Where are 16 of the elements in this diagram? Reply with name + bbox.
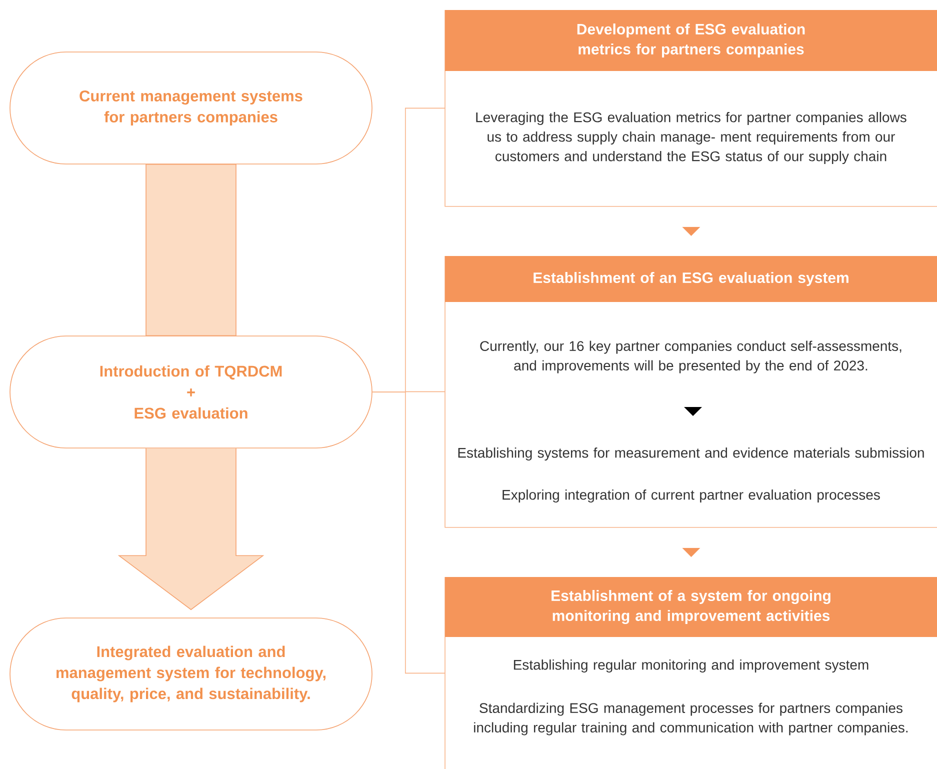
body-text: Currently, our 16 key partner companies conduct self-assessments, and improvements will be presented by the end of 2023. <box>480 340 902 374</box>
body-text: Exploring integration of current partner evaluation processes <box>502 489 880 503</box>
connector-band <box>146 164 236 336</box>
arrow <box>682 226 700 236</box>
body-text: Leveraging the ESG evaluation metrics for partner companies allows us to address supply chain manage- ment requirements from our customers and understand the ESG status of our supply chain <box>476 112 906 164</box>
block-arrow <box>118 448 264 610</box>
pill-box: Current management systems for partners companies <box>10 52 372 164</box>
pill-box: Introduction of TQRDCM + ESG evaluation <box>10 336 372 448</box>
body-text: Establishing regular monitoring and improvement system <box>514 659 868 673</box>
card-header: Establishment of a system for ongoing monitoring and improvement activities <box>445 577 937 637</box>
body-text: Establishing systems for measurement and evidence materials submission <box>458 447 924 461</box>
body-text: Standardizing ESG management processes for partners companies including regular training and communication with partner companies. <box>474 702 908 736</box>
card-header: Development of ESG evaluation metrics for partners companies <box>445 10 937 71</box>
arrow <box>682 547 700 557</box>
pill-box: Integrated evaluation and management system for technology, quality, price, and sustainability. <box>10 618 372 730</box>
card-header: Establishment of an ESG evaluation system <box>445 256 937 302</box>
